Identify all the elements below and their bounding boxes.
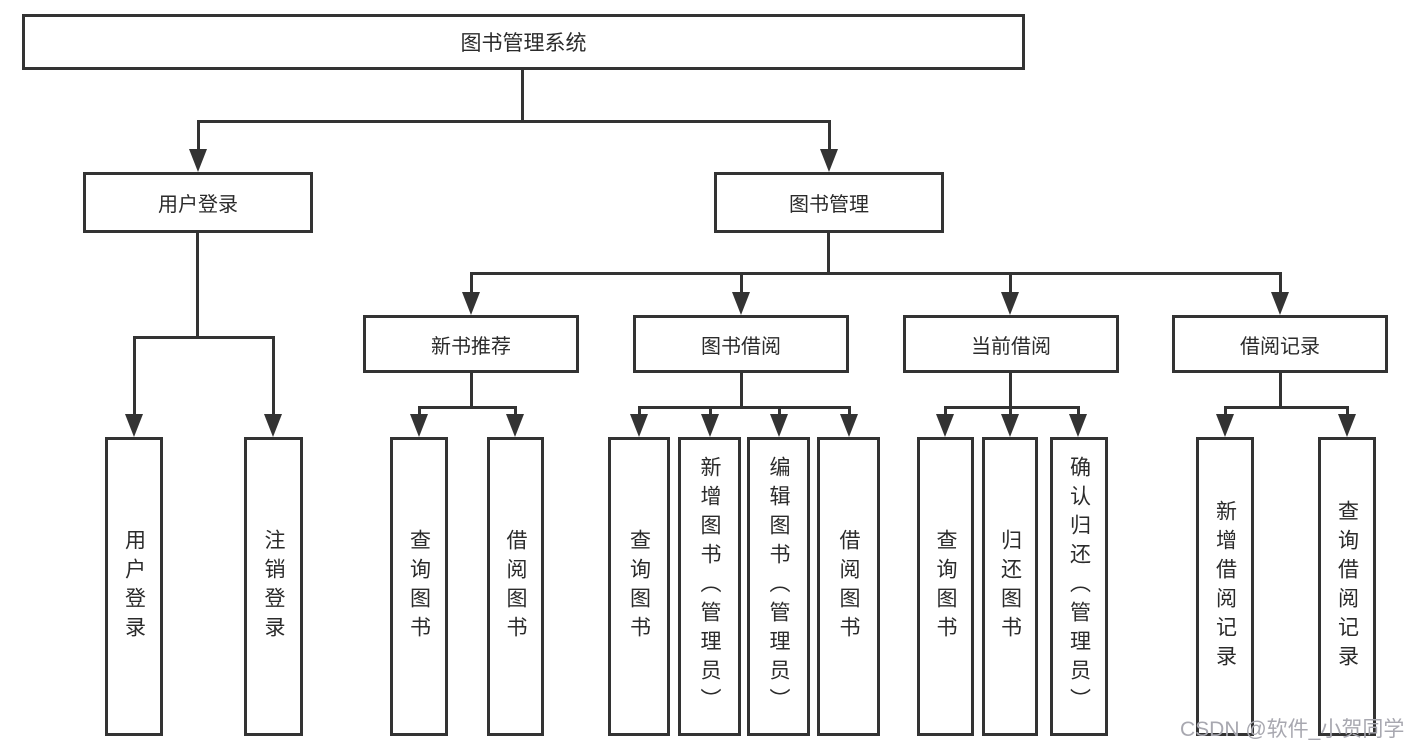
leaf-query-books-2: 查询图书 [608,437,670,736]
node-current-borrow: 当前借阅 [903,315,1119,373]
leaf-query-books: 查询图书 [390,437,448,736]
connector-vline [1279,373,1282,406]
node-label: 查询图书 [407,528,431,645]
csdn-watermark: CSDN @软件_小贺同学 [1180,718,1405,741]
node-borrow-records: 借阅记录 [1172,315,1388,373]
leaf-borrow-book-2: 借阅图书 [817,437,880,736]
arrowhead-down-icon [770,414,788,437]
node-label: 查询借阅记录 [1335,499,1359,674]
node-label: 查询图书 [627,528,651,645]
connector-vline [521,70,524,120]
connector-vline [197,120,200,152]
node-label: 新增图书（管理员） [698,456,721,717]
arrowhead-down-icon [410,414,428,437]
connector-vline [1009,406,1012,416]
node-user-login: 用户登录 [83,172,313,233]
arrowhead-down-icon [840,414,858,437]
arrowhead-down-icon [125,414,143,437]
connector-vline [418,406,421,416]
connector-vline [470,373,473,406]
node-label: 借阅图书 [504,528,527,645]
arrowhead-down-icon [1338,414,1356,437]
leaf-add-borrow-record: 新增借阅记录 [1196,437,1254,736]
node-book-borrow: 图书借阅 [633,315,849,373]
node-label: 确认归还（管理员） [1067,456,1091,717]
node-label: 图书管理 [789,194,869,216]
arrowhead-down-icon [1001,414,1019,437]
connector-vline [514,406,517,416]
leaf-add-book-admin: 新增图书（管理员） [678,437,741,736]
arrowhead-down-icon [630,414,648,437]
node-label: 借阅记录 [1240,335,1320,358]
leaf-confirm-return-admin: 确认归还（管理员） [1050,437,1108,736]
arrowhead-down-icon [701,414,719,437]
node-label: 新增借阅记录 [1213,499,1237,674]
connector-vline [1009,373,1012,406]
connector-vline [827,233,830,272]
node-label: 图书管理系统 [460,32,587,55]
leaf-query-books-3: 查询图书 [917,437,974,736]
node-label: 查询图书 [934,528,957,645]
arrowhead-down-icon [462,292,480,315]
node-label: 图书借阅 [701,335,781,358]
arrowhead-down-icon [1271,292,1289,315]
node-label: 新书推荐 [431,335,511,358]
node-new-book-recommend: 新书推荐 [363,315,579,373]
leaf-logout: 注销登录 [244,437,303,736]
connector-vline [848,406,851,416]
node-book-management: 图书管理 [714,172,944,233]
connector-hline [1224,406,1348,409]
connector-vline [470,272,473,294]
arrowhead-down-icon [264,414,282,437]
node-label: 编辑图书（管理员） [767,456,790,717]
leaf-return-book: 归还图书 [982,437,1038,736]
connector-vline [1009,272,1012,294]
connector-vline [1346,406,1349,416]
connector-vline [1077,406,1080,416]
connector-hline [418,406,517,409]
node-label: 用户登录 [158,194,238,216]
node-label: 用户登录 [122,528,146,645]
arrowhead-down-icon [189,149,207,172]
connector-hline [133,336,275,339]
node-root-library-management-system: 图书管理系统 [22,14,1025,70]
arrowhead-down-icon [1001,292,1019,315]
connector-vline [944,406,947,416]
arrowhead-down-icon [1069,414,1087,437]
node-label: 注销登录 [262,528,285,645]
connector-vline [272,336,275,416]
connector-vline [1279,272,1282,294]
connector-vline [740,373,743,406]
connector-vline [828,120,831,152]
leaf-edit-book-admin: 编辑图书（管理员） [747,437,810,736]
connector-vline [638,406,641,416]
connector-vline [709,406,712,416]
connector-hline [638,406,850,409]
arrowhead-down-icon [936,414,954,437]
node-label: 借阅图书 [837,528,860,645]
arrowhead-down-icon [820,149,838,172]
connector-vline [778,406,781,416]
leaf-query-borrow-record: 查询借阅记录 [1318,437,1376,736]
connector-hline [197,120,831,123]
connector-vline [740,272,743,294]
connector-vline [133,336,136,416]
node-label: 当前借阅 [971,335,1051,358]
arrowhead-down-icon [1216,414,1234,437]
node-label: 归还图书 [998,528,1022,645]
connector-hline [470,272,1282,275]
leaf-borrow-books: 借阅图书 [487,437,544,736]
connector-vline [196,233,199,336]
arrowhead-down-icon [732,292,750,315]
arrowhead-down-icon [506,414,524,437]
leaf-user-login: 用户登录 [105,437,163,736]
connector-vline [1224,406,1227,416]
